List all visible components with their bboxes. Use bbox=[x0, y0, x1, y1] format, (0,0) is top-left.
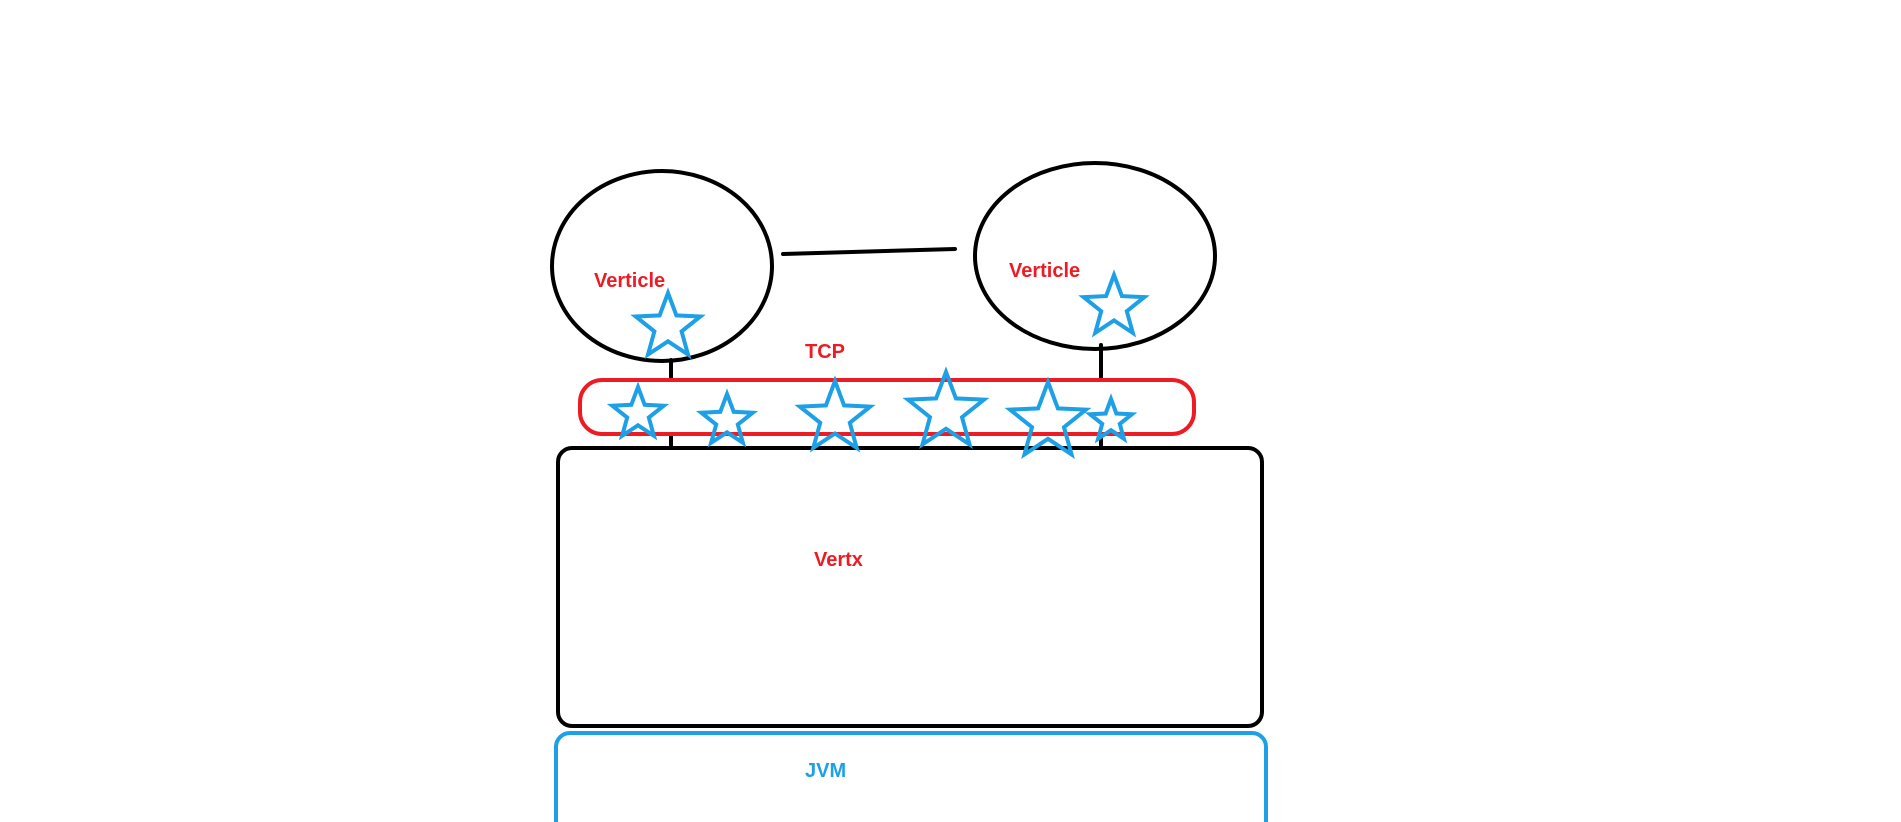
verticle-left-label: Verticle bbox=[594, 270, 665, 292]
verticle-right-label: Verticle bbox=[1009, 260, 1080, 282]
vertx-label: Vertx bbox=[814, 549, 863, 571]
verticle-right-circle bbox=[973, 161, 1217, 351]
tcp-star-icon bbox=[606, 381, 670, 441]
tcp-star-icon bbox=[902, 366, 990, 450]
tcp-star-icon bbox=[1004, 376, 1092, 460]
tcp-band bbox=[578, 378, 1196, 436]
tcp-label: TCP bbox=[805, 341, 845, 363]
tcp-star-icon bbox=[794, 375, 876, 453]
stars-group bbox=[606, 269, 1150, 460]
verticle-left-star-icon bbox=[630, 287, 706, 360]
jvm-label: JVM bbox=[805, 760, 846, 782]
jvm-box bbox=[554, 731, 1268, 822]
vertx-box bbox=[556, 446, 1264, 728]
verticle-left-circle bbox=[550, 169, 774, 363]
tcp-star-icon bbox=[695, 388, 759, 448]
verticle-link-line bbox=[781, 247, 957, 256]
tcp-star-icon bbox=[1084, 393, 1138, 444]
verticle-right-star-icon bbox=[1078, 269, 1150, 338]
